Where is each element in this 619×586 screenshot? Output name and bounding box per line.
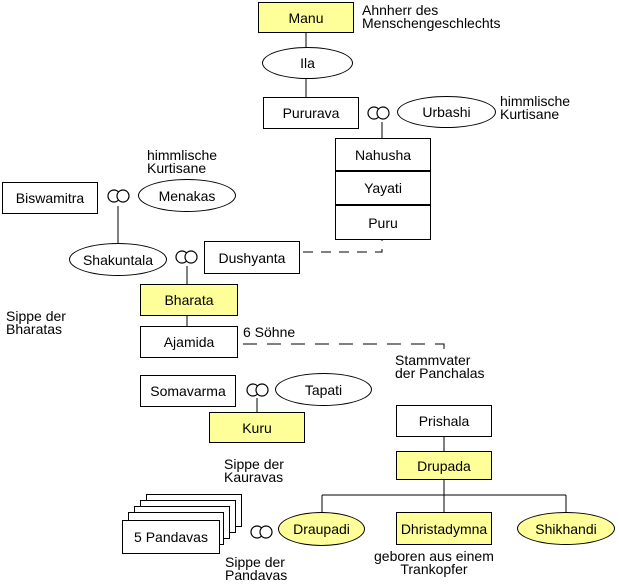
person-pururava: Pururava xyxy=(263,97,359,129)
note-urbashi: himmlische Kurtisane xyxy=(500,93,571,122)
person-shakuntala: Shakuntala xyxy=(69,243,167,276)
note-six-sons: 6 Söhne xyxy=(243,324,296,340)
person-tapati: Tapati xyxy=(275,373,372,406)
person-bharata: Bharata xyxy=(140,284,238,316)
person-yayati: Yayati xyxy=(335,171,431,205)
marriage-rings-icon xyxy=(246,383,269,397)
person-ila: Ila xyxy=(262,47,353,79)
person-draupadi: Draupadi xyxy=(278,512,365,546)
person-somavarma: Somavarma xyxy=(140,375,236,407)
person-pandavas: 5 Pandavas xyxy=(122,520,220,554)
note-kauravas-clan: Sippe der Kauravas xyxy=(224,456,284,485)
marriage-rings-icon xyxy=(175,250,198,264)
person-dhristadymna: Dhristadymna xyxy=(396,512,492,545)
note-panchalas-ancestor: Stammvater der Panchalas xyxy=(395,352,485,381)
person-dushyanta: Dushyanta xyxy=(204,241,300,274)
person-kuru: Kuru xyxy=(209,412,305,443)
note-pandavas-clan: Sippe der Pandavas xyxy=(225,554,288,583)
person-manu: Manu xyxy=(258,2,354,33)
person-drupada: Drupada xyxy=(396,451,492,480)
marriage-rings-icon xyxy=(107,189,130,203)
dashed-line-puru-dushyanta xyxy=(303,240,383,253)
person-biswamitra: Biswamitra xyxy=(2,182,98,214)
person-menakas: Menakas xyxy=(138,179,236,212)
person-ajamida: Ajamida xyxy=(140,326,238,358)
person-puru: Puru xyxy=(335,205,431,240)
note-manu: Ahnherr des Menschengeschlechts xyxy=(362,2,501,31)
person-prishala: Prishala xyxy=(396,405,492,437)
dashed-line-ajamida-prishala xyxy=(243,343,445,352)
note-dhristadymna: geboren aus einem Trankopfer xyxy=(374,548,494,577)
person-urbashi: Urbashi xyxy=(397,96,496,128)
person-nahusha: Nahusha xyxy=(335,138,431,171)
marriage-rings-icon xyxy=(250,525,273,539)
person-shikhandi: Shikhandi xyxy=(517,512,615,545)
marriage-rings-icon xyxy=(367,106,390,120)
note-menakas: himmlische Kurtisane xyxy=(147,147,218,176)
note-bharatas-clan: Sippe der Bharatas xyxy=(6,308,66,337)
